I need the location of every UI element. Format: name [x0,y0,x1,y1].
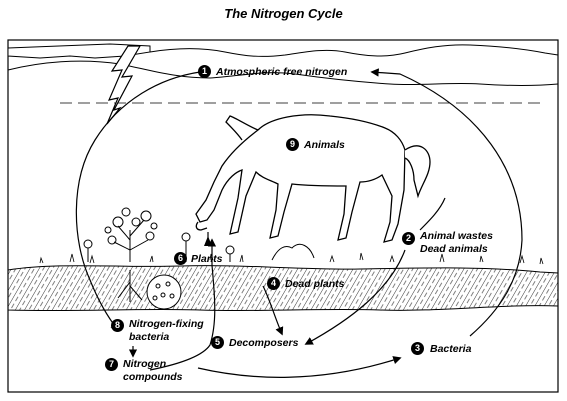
arrow-decomposers-to-bacteria [197,356,402,378]
arrow-atmosphere-to-fixing [75,71,201,332]
cloud-icon [7,43,151,59]
step-badge-9: 9 [286,138,299,151]
lightning-icon [106,45,142,125]
arrow-deadplants-to-decomposers [262,285,284,336]
horse-icon [195,114,431,243]
step-badge-1: 1 [198,65,211,78]
root-nodule-icon [117,270,182,310]
label-plants: Plants [191,253,223,265]
diagram-title: The Nitrogen Cycle [224,6,343,21]
label-nitrogen-fixing: Nitrogen-fixing [129,318,204,330]
label-bacteria: Bacteria [430,343,472,355]
step-badge-7: 7 [105,358,118,371]
dead-plants-drawing [271,243,315,261]
arrow-bacteria-to-atmosphere [370,68,523,337]
label-dead-animals: Dead animals [420,243,488,255]
step-badge-2: 2 [402,232,415,245]
label-compounds: compounds [123,371,183,383]
label-bacteria-fixing: bacteria [129,331,170,343]
arrow-animal-to-wastes [419,197,446,231]
label-nitrogen: Nitrogen [123,358,167,370]
plant-icon [83,207,235,262]
label-animal-wastes: Animal wastes [420,230,493,242]
grass [39,252,544,265]
label-animals: Animals [304,139,345,151]
mountain-ridge-far [149,44,559,57]
arrow-compounds-to-plants [149,238,217,371]
step-badge-4: 4 [267,277,280,290]
label-atmospheric-free-nitrogen: Atmospheric free nitrogen [216,66,348,78]
label-dead-plants: Dead plants [285,278,345,290]
arrow-head-plants [204,236,212,246]
step-badge-3: 3 [411,342,424,355]
diagram-frame [7,39,559,393]
step-badge-6: 6 [174,252,187,265]
step-badge-5: 5 [211,336,224,349]
arrow-animalwastes-to-decomposers [304,249,406,345]
soil-icon [7,265,559,312]
label-decomposers: Decomposers [229,337,299,349]
step-badge-8: 8 [111,319,124,332]
cycle-arrows [75,68,523,378]
